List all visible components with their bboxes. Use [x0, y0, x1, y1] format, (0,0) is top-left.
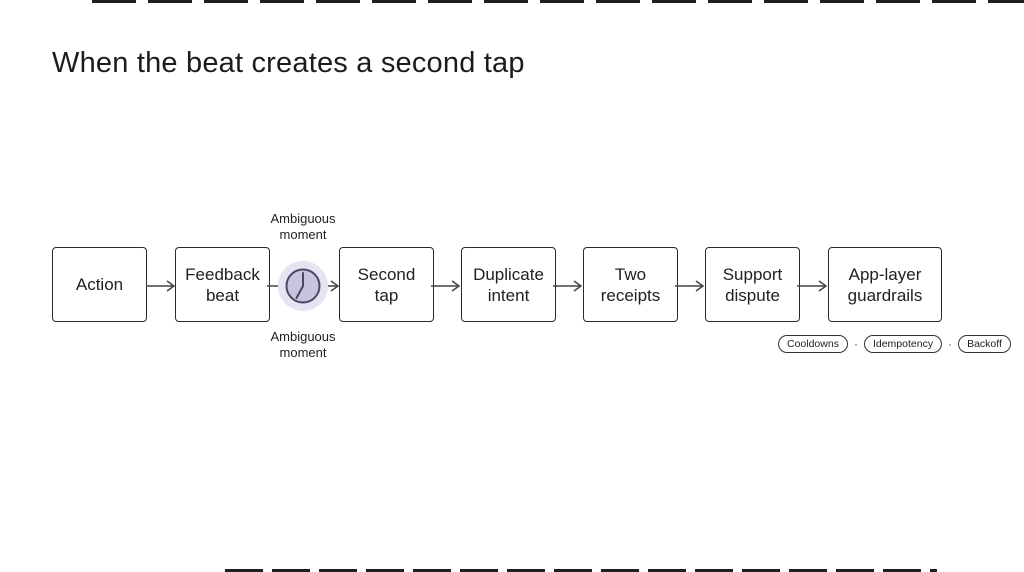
- flow-node-two-receipts: Two receipts: [583, 247, 678, 322]
- flow-node-second-tap: Second tap: [339, 247, 434, 322]
- flow-node-duplicate-intent: Duplicate intent: [461, 247, 556, 322]
- tag-idempotency: Idempotency: [863, 335, 943, 353]
- tag-backoff: Backoff: [958, 335, 1011, 353]
- clock-icon: [275, 258, 331, 314]
- cropped-content-bottom-artifact: [225, 569, 937, 572]
- flow-node-app-layer-guardrails: App-layer guardrails: [828, 247, 942, 322]
- cropped-content-top-artifact: [92, 0, 1024, 3]
- tag-separator: ·: [853, 337, 858, 351]
- arrow-icon: [431, 280, 461, 292]
- arrow-icon: [797, 280, 828, 292]
- annotation-ambiguous-moment-bottom: Ambiguous moment: [270, 329, 336, 360]
- flow-node-action: Action: [52, 247, 147, 322]
- arrow-icon: [553, 280, 583, 292]
- tag-cooldowns: Cooldowns: [778, 335, 848, 353]
- annotation-ambiguous-moment-top: Ambiguous moment: [270, 211, 336, 242]
- guardrail-tags: Cooldowns · Idempotency · Backoff: [778, 335, 1011, 353]
- flow-node-support-dispute: Support dispute: [705, 247, 800, 322]
- tag-separator: ·: [948, 337, 953, 351]
- arrow-icon: [675, 280, 705, 292]
- page-title: When the beat creates a second tap: [52, 47, 525, 79]
- arrow-icon: [146, 280, 176, 292]
- flow-node-feedback-beat: Feedback beat: [175, 247, 270, 322]
